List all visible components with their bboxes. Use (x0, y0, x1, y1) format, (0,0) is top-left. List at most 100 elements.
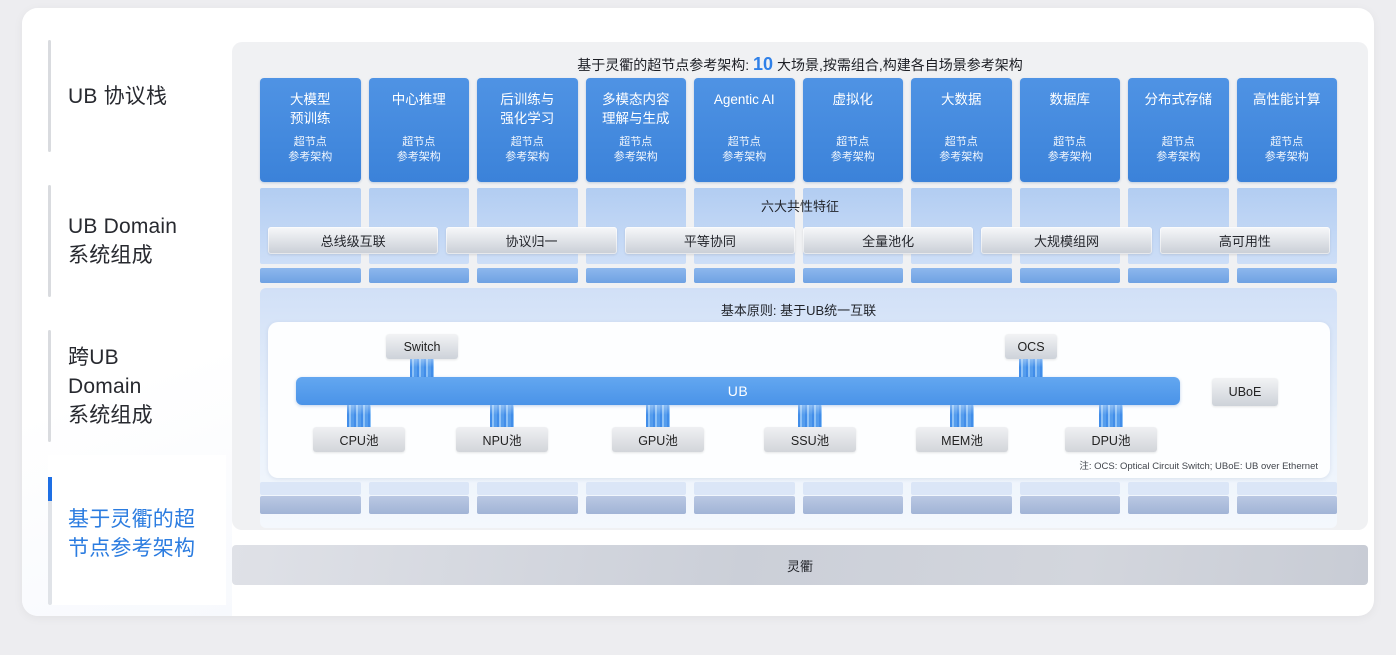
connector-bar (477, 496, 578, 514)
pool-group-5: MEM池 (916, 405, 1008, 452)
column-stubs-row (260, 482, 1337, 495)
scenario-card-title: 多模态内容理解与生成 (602, 92, 670, 126)
connector-bar (802, 496, 903, 514)
column-stub (585, 482, 686, 495)
scenario-card-8: 数据库超节点参考架构 (1019, 78, 1120, 182)
pool-box: GPU池 (612, 427, 704, 452)
connector-bars-top-row (260, 268, 1337, 283)
main-title-suffix: 大场景,按需组合,构建各自场景参考架构 (773, 57, 1023, 73)
pool-connector (490, 405, 514, 427)
connector-bar (368, 268, 469, 283)
column-stub (260, 482, 361, 495)
pool-connector (950, 405, 974, 427)
scenario-card-subtitle: 超节点参考架构 (939, 136, 984, 163)
main-title-prefix: 基于灵衢的超节点参考架构: (577, 57, 754, 73)
lingqu-footer-bar: 灵衢 (232, 545, 1368, 585)
scenario-card-5: Agentic AI 超节点参考架构 (694, 78, 795, 182)
item-rail (48, 330, 51, 442)
connector-bar (1128, 496, 1229, 514)
scenario-card-subtitle: 超节点参考架构 (505, 136, 550, 163)
scenario-card-10: 高性能计算超节点参考架构 (1236, 78, 1337, 182)
scenario-card-subtitle: 超节点参考架构 (830, 136, 875, 163)
sidebar-item-label: 基于灵衢的超节点参考架构 (68, 508, 196, 560)
connector-bar (911, 496, 1012, 514)
feature-chip-6: 高可用性 (1159, 227, 1330, 254)
scenario-card-6: 虚拟化超节点参考架构 (802, 78, 903, 182)
scenario-card-9: 分布式存储超节点参考架构 (1128, 78, 1229, 182)
connector-bar (368, 496, 469, 514)
principle-panel: 基本原则: 基于UB统一互联 Switch OCS UB UBoE 注: OCS… (260, 288, 1337, 528)
scenario-card-title: 中心推理 (391, 92, 446, 107)
connector-bar (477, 268, 578, 283)
scenario-card-2: 中心推理超节点参考架构 (368, 78, 469, 182)
column-stub (802, 482, 903, 495)
scenario-card-title: 数据库 (1049, 92, 1091, 107)
scenario-card-title: 后训练与强化学习 (500, 92, 555, 126)
features-title: 六大共性特征 (760, 199, 839, 214)
connector-bar (1128, 268, 1229, 283)
pool-group-6: DPU池 (1065, 405, 1157, 452)
scenario-card-7: 大数据超节点参考架构 (911, 78, 1012, 182)
pool-group-4: SSU池 (764, 405, 856, 452)
pool-group-1: CPU池 (313, 405, 405, 452)
column-stub (694, 482, 795, 495)
scenario-card-subtitle: 超节点参考架构 (288, 136, 333, 163)
feature-chip-1: 总线级互联 (268, 227, 439, 254)
feature-chip-5: 大规模组网 (981, 227, 1152, 254)
connector-bar (1236, 268, 1337, 283)
ub-interconnect-diagram: Switch OCS UB UBoE 注: OCS: Optical Circu… (268, 322, 1330, 478)
connector-bar (260, 496, 361, 514)
column-stub (1236, 482, 1337, 495)
item-rail (48, 185, 51, 297)
feature-chip-2: 协议归一 (446, 227, 617, 254)
scenario-card-subtitle: 超节点参考架构 (396, 136, 441, 163)
scenario-cards-row: 大模型预训练超节点参考架构中心推理超节点参考架构后训练与强化学习超节点参考架构多… (260, 78, 1337, 182)
scenario-card-title: 虚拟化 (832, 92, 874, 107)
main-title: 基于灵衢的超节点参考架构: 10 大场景,按需组合,构建各自场景参考架构 (232, 52, 1368, 76)
pool-connector (347, 405, 371, 427)
ocs-to-ub-connector (1019, 359, 1043, 377)
scenario-card-4: 多模态内容理解与生成超节点参考架构 (585, 78, 686, 182)
scenario-card-subtitle: 超节点参考架构 (1156, 136, 1201, 163)
scenario-card-subtitle: 超节点参考架构 (1047, 136, 1092, 163)
scenario-card-title: 大数据 (941, 92, 982, 107)
connector-bar (260, 268, 361, 283)
main-panel: 基于灵衢的超节点参考架构: 10 大场景,按需组合,构建各自场景参考架构 大模型… (232, 42, 1368, 530)
connector-bar (694, 496, 795, 514)
connector-bar (802, 268, 903, 283)
connector-bar (694, 268, 795, 283)
principle-title: 基本原则: 基于UB统一互联 (720, 303, 877, 318)
ub-bus-bar: UB (296, 377, 1180, 405)
features-chip-row: 总线级互联协议归一平等协同全量池化大规模组网高可用性 (268, 227, 1330, 254)
sidebar-item-4[interactable]: 基于灵衢的超节点参考架构 (48, 455, 226, 605)
scenario-card-3: 后训练与强化学习超节点参考架构 (477, 78, 578, 182)
column-stub (1128, 482, 1229, 495)
column-stub (477, 482, 578, 495)
scenario-card-subtitle: 超节点参考架构 (722, 136, 767, 163)
pool-group-2: NPU池 (456, 405, 548, 452)
active-indicator-rail (48, 455, 52, 605)
scenario-card-title: Agentic AI (713, 92, 775, 107)
diagram-note: 注: OCS: Optical Circuit Switch; UBoE: UB… (1079, 461, 1318, 472)
scenario-card-title: 分布式存储 (1144, 92, 1213, 107)
uboe-box: UBoE (1212, 378, 1278, 406)
connector-bar (1019, 496, 1120, 514)
pool-group-3: GPU池 (612, 405, 704, 452)
pool-box: MEM池 (916, 427, 1008, 452)
sidebar-item-1[interactable]: UB 协议栈 (48, 40, 226, 152)
scenario-card-subtitle: 超节点参考架构 (613, 136, 658, 163)
ocs-box: OCS (1005, 334, 1057, 359)
connector-bar (585, 496, 686, 514)
scenario-card-1: 大模型预训练超节点参考架构 (260, 78, 361, 182)
switch-to-ub-connector (410, 359, 434, 377)
scenario-card-title: 大模型预训练 (290, 92, 331, 126)
lingqu-label: 灵衢 (786, 558, 813, 574)
feature-chip-3: 平等协同 (624, 227, 795, 254)
scenario-card-subtitle: 超节点参考架构 (1264, 136, 1309, 163)
pool-connector (1099, 405, 1123, 427)
column-stub (911, 482, 1012, 495)
